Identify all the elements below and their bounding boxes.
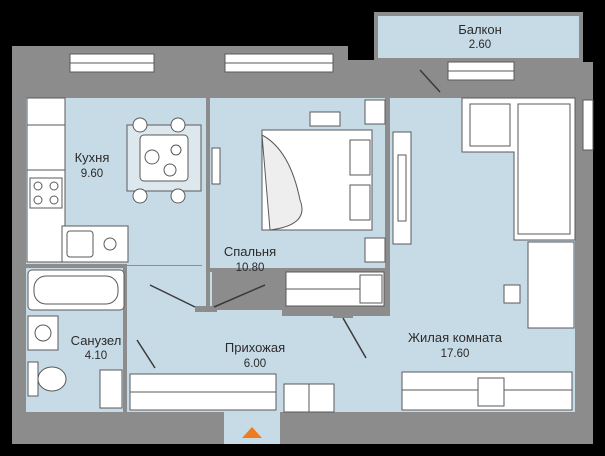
desk — [503, 241, 575, 329]
balcony-name: Балкон — [458, 22, 502, 37]
hall-wardrobe — [129, 373, 335, 413]
bathroom-area: 4.10 — [84, 350, 108, 362]
living-room-name: Жилая комната — [408, 330, 502, 345]
stove — [29, 177, 63, 209]
hallway-area: 6.00 — [243, 358, 267, 370]
windows — [69, 53, 594, 151]
entrance-arrow — [242, 427, 262, 438]
kitchen-name: Кухня — [74, 150, 110, 165]
bedroom-area: 10.80 — [235, 262, 265, 274]
right-wall-window — [582, 99, 594, 151]
sofa — [461, 97, 576, 241]
living-room-area: 17.60 — [440, 348, 470, 360]
kitchen-fixtures — [26, 97, 129, 263]
hallway-name: Прихожая — [224, 340, 286, 355]
kitchen-area: 9.60 — [80, 168, 104, 180]
balcony-area: 2.60 — [468, 39, 492, 51]
bed — [261, 99, 386, 263]
toilet-tank — [27, 361, 39, 397]
interior-walls — [26, 98, 390, 412]
bedroom-name: Спальня — [223, 244, 277, 259]
living-room-floor — [282, 98, 575, 412]
bathroom-fixtures — [27, 269, 125, 409]
tv-unit — [392, 131, 412, 245]
bathroom-name: Санузел — [70, 333, 122, 348]
toilet-bowl — [37, 366, 67, 392]
bedroom-wardrobe — [285, 271, 385, 307]
dining-table — [126, 117, 221, 204]
living-wardrobe — [401, 371, 573, 411]
washer — [99, 369, 123, 409]
doors — [136, 69, 441, 369]
balcony-floor — [378, 16, 579, 58]
